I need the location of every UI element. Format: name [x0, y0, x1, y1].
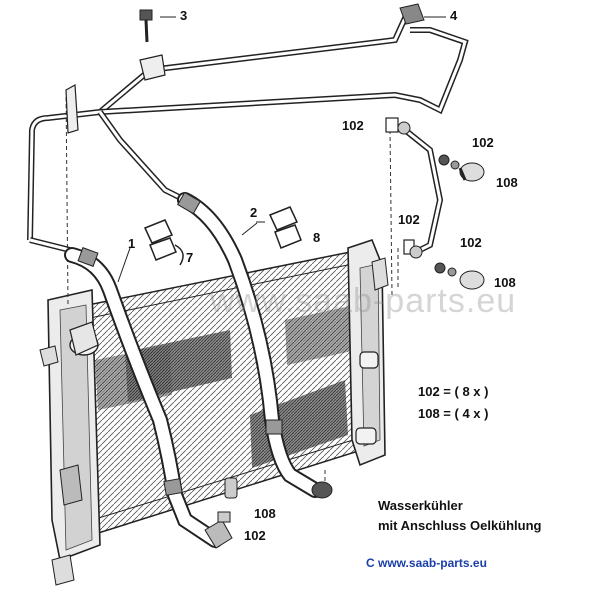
- caption-title: Wasserkühler: [378, 498, 463, 513]
- clip-7: [143, 219, 184, 266]
- reference-lines: [65, 89, 399, 485]
- watermark: www.saab-parts.eu: [210, 282, 517, 320]
- left-tank: [39, 289, 101, 586]
- clamp-4: [399, 3, 425, 25]
- hose-1: [64, 247, 223, 548]
- clip-8: [268, 206, 302, 249]
- hose-fittings: [204, 477, 333, 549]
- right-tank: [347, 239, 389, 467]
- banjo-fittings: [385, 117, 485, 290]
- callout-4: 4: [450, 8, 458, 23]
- callout-102-lower-left: 102: [398, 212, 420, 227]
- callout-3: 3: [180, 8, 188, 23]
- callout-108-upper: 108: [496, 175, 518, 190]
- callout-108-lower: 108: [494, 275, 516, 290]
- callout-7: 7: [186, 250, 194, 265]
- quantity-108: 108 = ( 4 x ): [418, 406, 489, 421]
- callout-8: 8: [313, 230, 321, 245]
- callout-102-upper-right: 102: [472, 135, 494, 150]
- callout-102-lower-right: 102: [460, 235, 482, 250]
- callout-102-bottom: 102: [244, 528, 266, 543]
- screw-3: [139, 9, 153, 43]
- copyright-text: C www.saab-parts.eu: [366, 556, 487, 570]
- callout-1: 1: [128, 236, 136, 251]
- oil-cooler-pipe: [27, 9, 469, 253]
- pipe-bracket: [65, 54, 166, 134]
- callout-108-bottom: 108: [254, 506, 276, 521]
- hose-2: [177, 191, 323, 498]
- caption-subtitle: mit Anschluss Oelkühlung: [378, 518, 542, 533]
- callout-2: 2: [250, 205, 258, 220]
- quantity-102: 102 = ( 8 x ): [418, 384, 489, 399]
- leader-lines: [117, 16, 446, 283]
- callout-102-upper-left: 102: [342, 118, 364, 133]
